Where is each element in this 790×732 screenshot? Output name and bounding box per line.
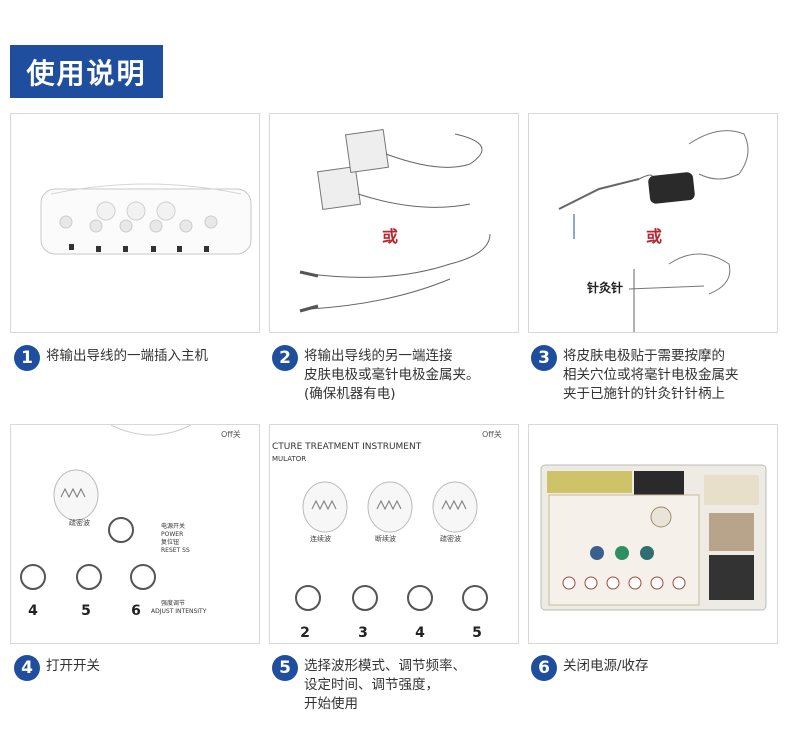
adjust-en: ADJUST INTENSITY — [151, 608, 207, 615]
wave-label: 断续波 — [375, 534, 396, 543]
step-number: 1 — [14, 345, 40, 371]
power-label: 电源开关 — [161, 522, 185, 530]
knob-number: 3 — [358, 625, 368, 641]
or-label: 或 — [382, 227, 398, 246]
reset-en: RESET SS — [161, 547, 190, 554]
adjust-label: 强度调节 — [161, 599, 185, 607]
needle-label: 针灸针 — [587, 280, 623, 295]
step-text-line: 选择波形模式、调节频率、 — [304, 658, 466, 674]
wave-label: 连续波 — [310, 534, 331, 543]
panel-electrode-connection: 或 — [269, 113, 519, 333]
step-2: 2 将输出导线的另一端连接 皮肤电极或毫针电极金属夹。 (确保机器有电) — [272, 345, 480, 404]
step-3: 3 将皮肤电极贴于需要按摩的 相关穴位或将毫针电极金属夹 夹于已施针的针灸针针柄… — [531, 345, 739, 404]
power-illustration: Off关 疏密波 电源开关 POWER 复位钮 RESET SS 4 5 6 强… — [20, 425, 241, 619]
step-text-line: 关闭电源/收存 — [563, 658, 649, 674]
mode-label: 疏密波 — [69, 518, 90, 527]
knob-number: 2 — [300, 625, 310, 641]
wave-label: 疏密波 — [440, 534, 461, 543]
wave-illustration: CTURE TREATMENT INSTRUMENT MULATOR Off关 … — [272, 429, 502, 641]
page-title: 使用说明 — [10, 45, 163, 98]
device-illustration — [40, 183, 252, 255]
panel-storage-case — [528, 424, 778, 644]
apply-illustration: 或 针灸针 — [558, 130, 749, 332]
panel-power-switch: Off关 疏密波 电源开关 POWER 复位钮 RESET SS 4 5 6 强… — [10, 424, 260, 644]
header-text: CTURE TREATMENT INSTRUMENT — [272, 442, 422, 452]
knob-number: 4 — [28, 603, 38, 619]
off-label: Off关 — [482, 429, 502, 439]
sub-text: MULATOR — [272, 455, 306, 463]
step-text-line: 皮肤电极或毫针电极金属夹。 — [304, 367, 480, 383]
step-5: 5 选择波形模式、调节频率、 设定时间、调节强度， 开始使用 — [272, 655, 466, 714]
knob-number: 6 — [131, 603, 141, 619]
step-text-line: 将皮肤电极贴于需要按摩的 — [563, 348, 725, 364]
step-text-line: 相关穴位或将毫针电极金属夹 — [563, 367, 739, 383]
step-number: 3 — [531, 345, 557, 371]
step-1: 1 将输出导线的一端插入主机 — [14, 345, 208, 371]
step-number: 4 — [14, 655, 40, 681]
step-text-line: 将输出导线的另一端连接 — [304, 348, 453, 364]
electrode-illustration: 或 — [299, 128, 491, 313]
step-text-line: 将输出导线的一端插入主机 — [46, 348, 208, 364]
step-text-line: 开始使用 — [304, 696, 358, 712]
reset-label: 复位钮 — [161, 538, 179, 546]
or-label: 或 — [646, 227, 662, 246]
step-text-line: 设定时间、调节强度， — [304, 677, 439, 693]
storage-illustration — [540, 464, 767, 611]
step-text-line: 夹于已施针的针灸针针柄上 — [563, 386, 725, 402]
panel-wave-selection: CTURE TREATMENT INSTRUMENT MULATOR Off关 … — [269, 424, 519, 644]
power-en: POWER — [161, 531, 183, 538]
step-number: 6 — [531, 655, 557, 681]
panel-device — [10, 113, 260, 333]
step-text-line: 打开开关 — [46, 658, 100, 674]
knob-number: 4 — [415, 625, 425, 641]
knob-number: 5 — [472, 625, 482, 641]
step-text-line: (确保机器有电) — [304, 386, 396, 402]
step-number: 5 — [272, 655, 298, 681]
off-label: Off关 — [221, 429, 241, 439]
knob-number: 5 — [81, 603, 91, 619]
step-6: 6 关闭电源/收存 — [531, 655, 649, 681]
step-number: 2 — [272, 345, 298, 371]
panel-apply-electrode: 或 针灸针 — [528, 113, 778, 333]
step-4: 4 打开开关 — [14, 655, 100, 681]
